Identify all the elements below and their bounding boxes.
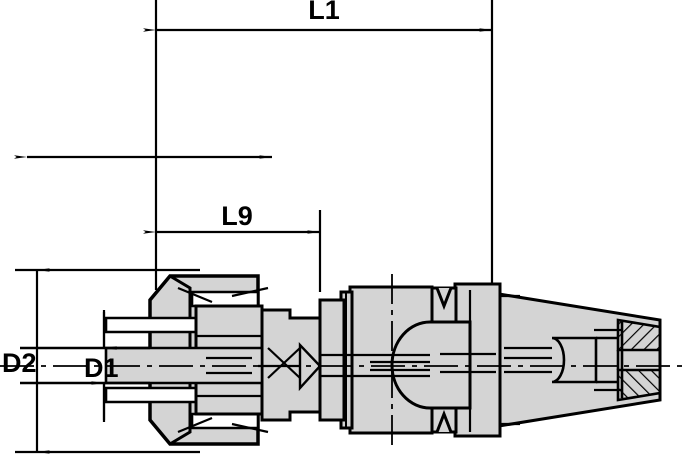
dimension-label-d2: D2 [2, 348, 37, 378]
dimension-label-l1: L1 [308, 0, 340, 25]
nut-ref-top [231, 286, 269, 298]
dimension-lines-group [14, 28, 492, 454]
nut-ref-bottom [231, 422, 269, 434]
v-groove-bottom [435, 409, 453, 433]
collet-cross-2 [267, 347, 301, 379]
center-axis-group [0, 274, 687, 450]
internal-detail-lines [177, 286, 622, 434]
nut-seat-line-top [177, 286, 213, 304]
coolant-cavity [390, 320, 472, 410]
dimension-labels-group: L1 L9 D2 D1 [2, 0, 340, 383]
clamp-ring-top [104, 316, 198, 334]
clamp-ring-bottom [104, 386, 198, 404]
collet-seat-shoulder [318, 298, 346, 422]
dimension-label-d1: D1 [84, 353, 119, 383]
toolholder-body-group [20, 274, 662, 446]
v-groove-top [435, 287, 453, 311]
nut-seat-line-bottom [177, 416, 213, 434]
dimension-label-l9: L9 [221, 201, 253, 231]
